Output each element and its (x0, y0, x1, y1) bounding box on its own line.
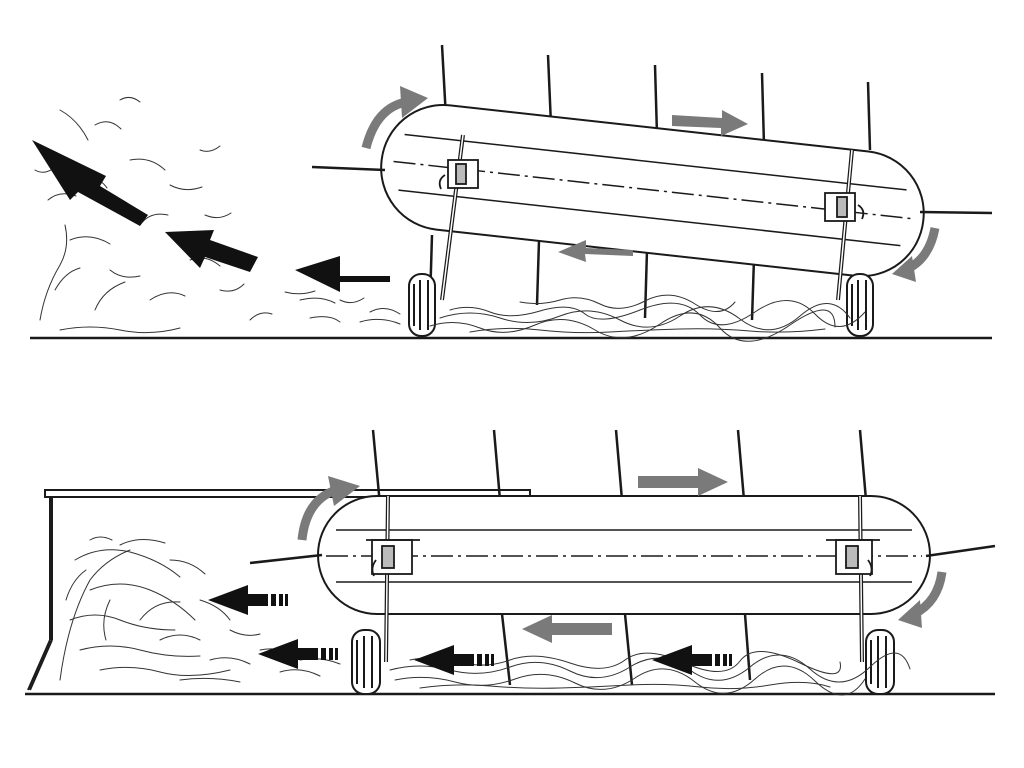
rotation-arrowhead-top-right (892, 256, 916, 282)
motion-arrows-top (558, 110, 748, 262)
arrow-right-bottom (638, 468, 728, 496)
panel-bottom (25, 429, 996, 696)
collection-container (27, 489, 531, 691)
rotation-arrow-bottom-left (297, 485, 338, 541)
hay-arrow-2 (165, 230, 258, 272)
motion-arrows-bottom (522, 468, 728, 643)
hay-flow-arrows-bottom (208, 585, 732, 675)
bracket-right-top (824, 149, 865, 301)
wheel-right-top (846, 273, 874, 337)
rotation-arrowhead-bottom-left (328, 476, 360, 506)
wheel-right-bottom (865, 629, 895, 695)
hay-arrow-3 (32, 140, 148, 226)
hay-ground-top (284, 290, 866, 342)
panel-top (30, 44, 993, 342)
hay-flow-arrows-top (32, 140, 390, 292)
hay-pile-top (34, 96, 273, 334)
rotation-arrowhead-bottom-right (898, 600, 922, 628)
hay-arrow-dashed-1 (208, 585, 288, 615)
bracket-right-bottom (826, 495, 880, 663)
tines-upper-top (440, 44, 872, 151)
tines-lower-bottom (500, 613, 752, 686)
arrow-right-top (672, 110, 748, 136)
hay-arrow-1 (295, 256, 390, 292)
hay-arrow-dashed-4 (652, 645, 732, 675)
wheel-left-bottom (351, 629, 381, 695)
hay-arrow-dashed-2 (258, 639, 338, 669)
hay-arrow-dashed-3 (414, 645, 494, 675)
arrow-left-top (558, 240, 633, 262)
rotation-arrowhead-top-left (400, 86, 428, 118)
wheel-left-top (408, 273, 436, 337)
reel-drum-top (380, 103, 925, 278)
arrow-left-bottom (522, 615, 612, 643)
tines-upper-bottom (371, 429, 868, 506)
bracket-left-bottom (366, 495, 420, 663)
bracket-left-top (438, 134, 479, 301)
rotation-arrow-top-left (361, 97, 408, 150)
